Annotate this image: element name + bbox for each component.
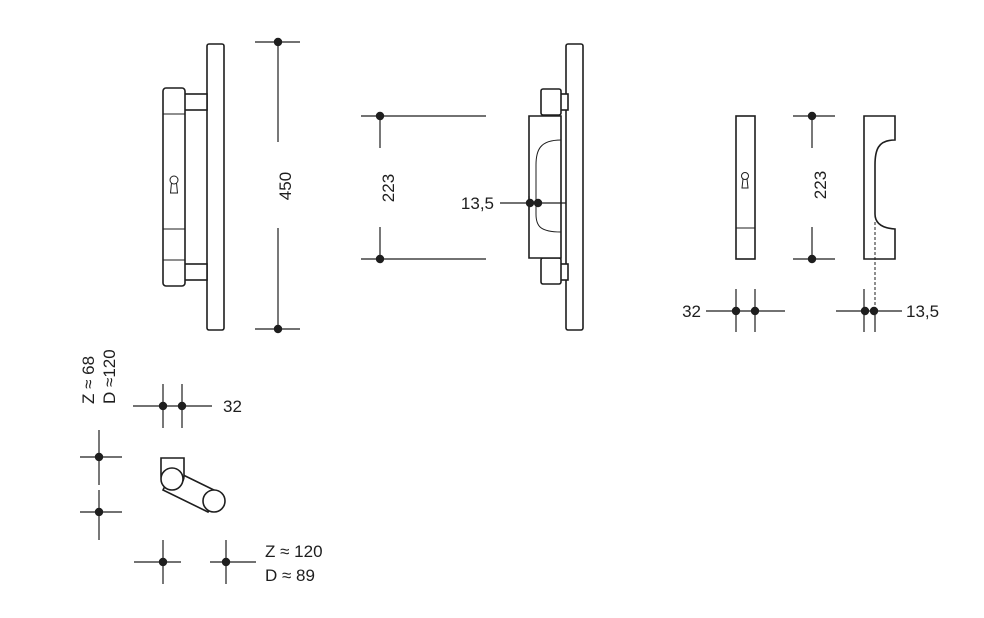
dim-223b-label: 223 — [811, 171, 830, 199]
front-bar — [206, 43, 225, 331]
small-side-body — [863, 115, 896, 260]
plan-lever-knob — [202, 489, 226, 513]
dim-32-dot-left — [731, 306, 741, 316]
dim-13-5b-label: 13,5 — [906, 302, 939, 321]
dim-13-5-dot-left — [525, 198, 535, 208]
dim-plan-left-dot-bottom — [94, 507, 104, 517]
plan-view: 32 Z ≈ 68 D ≈120 Z ≈ 120 D ≈ 89 — [79, 349, 323, 585]
front-standoff-bottom — [182, 263, 208, 281]
dim-223b-dot-top — [807, 111, 817, 121]
front-plate — [162, 87, 186, 287]
keyhole-icon — [169, 175, 179, 194]
side-handle-body — [528, 115, 562, 259]
small-handle-views: 223 32 13,5 — [682, 111, 939, 332]
dim-13-5-dot-right — [533, 198, 543, 208]
dim-plan-32-label: 32 — [223, 397, 242, 416]
side-bar — [565, 43, 584, 331]
dim-plan-bottom-dot-left — [158, 557, 168, 567]
side-view: 223 13,5 — [361, 43, 584, 331]
dim-32-dot-right — [750, 306, 760, 316]
dim-32-label: 32 — [682, 302, 701, 321]
dim-13-5-label: 13,5 — [461, 194, 494, 213]
dim-450-dot-bottom — [273, 324, 283, 334]
plan-lever-joint — [160, 467, 184, 491]
side-cap-top — [540, 88, 562, 116]
dim-plan-z-top-label: Z ≈ 68 — [79, 356, 98, 404]
dim-plan-d-bottom-label: D ≈ 89 — [265, 566, 315, 585]
keyhole-icon — [741, 172, 749, 189]
side-handle-recess — [535, 139, 562, 233]
dim-plan-left-dot-top — [94, 452, 104, 462]
dim-plan-d-top-label: D ≈120 — [100, 349, 119, 404]
dim-plan-z-bottom-label: Z ≈ 120 — [265, 542, 323, 561]
dim-450-label: 450 — [276, 172, 295, 200]
dim-plan-32-dot-right — [177, 401, 187, 411]
dim-223b-dot-bottom — [807, 254, 817, 264]
dim-223-dot-bottom — [375, 254, 385, 264]
dim-13-5b-dot-right — [869, 306, 879, 316]
dim-plan-bottom-dot-right — [221, 557, 231, 567]
dim-223-dot-top — [375, 111, 385, 121]
side-cap-bottom — [540, 257, 562, 285]
dim-223-label: 223 — [379, 174, 398, 202]
dim-plan-32-dot-left — [158, 401, 168, 411]
dim-13-5b-dot-left — [860, 306, 870, 316]
dim-450-dot-top — [273, 37, 283, 47]
front-view: 450 — [162, 37, 300, 334]
front-standoff-top — [182, 93, 208, 111]
